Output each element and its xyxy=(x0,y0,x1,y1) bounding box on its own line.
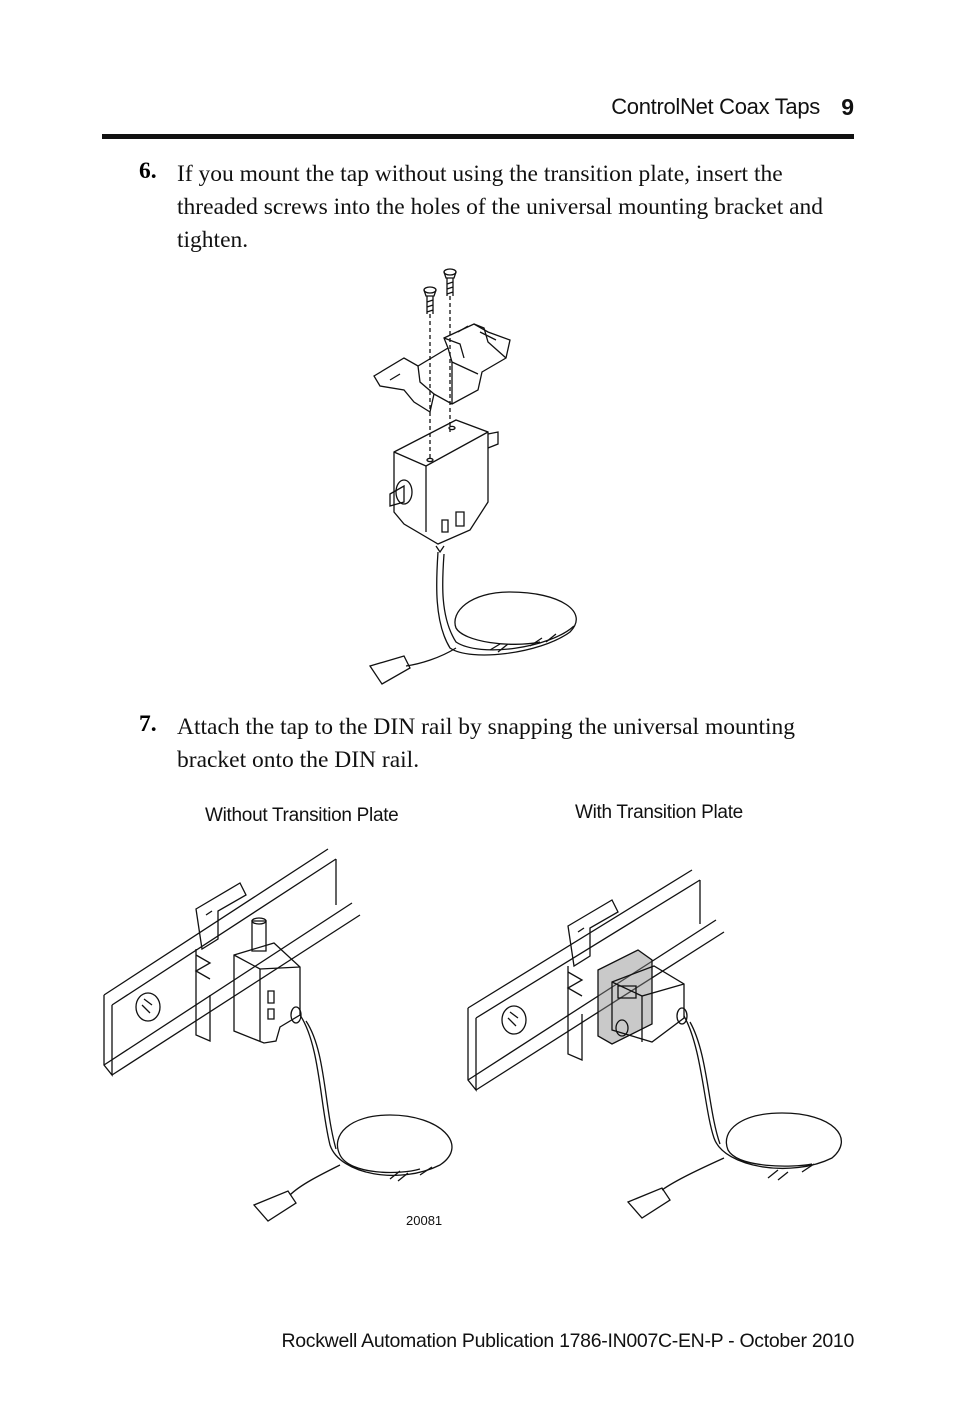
coax-tap-body xyxy=(612,966,687,1042)
mounting-bracket xyxy=(196,883,246,1041)
din-rail xyxy=(104,849,360,1075)
page-header: ControlNet Coax Taps 9 xyxy=(102,92,854,126)
header-rule xyxy=(102,134,854,139)
coax-tap-body xyxy=(390,420,498,544)
coax-cable-icon xyxy=(628,1016,841,1218)
transition-plate xyxy=(598,950,652,1044)
screw-icon xyxy=(424,287,436,314)
step-text: If you mount the tap without using the t… xyxy=(177,161,824,253)
coax-cable-icon xyxy=(370,546,576,684)
step-text: Attach the tap to the DIN rail by snappi… xyxy=(177,714,796,773)
coax-tap-body xyxy=(234,918,301,1043)
din-rail-without-plate-illustration xyxy=(100,845,470,1240)
caption-without-transition-plate: Without Transition Plate xyxy=(205,805,399,826)
page-number: 9 xyxy=(841,94,854,120)
step-number: 7. xyxy=(139,711,157,737)
mounting-bracket xyxy=(568,900,618,1060)
step-number: 6. xyxy=(139,158,157,184)
coax-cable-icon xyxy=(254,1015,452,1221)
footer-publication: Rockwell Automation Publication 1786-IN0… xyxy=(281,1330,854,1352)
din-rail-with-plate-illustration xyxy=(462,868,856,1240)
tap-bracket-illustration xyxy=(360,262,590,692)
screw-icon xyxy=(444,269,456,296)
din-rail xyxy=(468,870,724,1090)
mounting-bracket xyxy=(374,324,510,412)
figure-id: 20081 xyxy=(406,1213,443,1228)
caption-with-transition-plate: With Transition Plate xyxy=(575,802,743,823)
header-title: ControlNet Coax Taps xyxy=(611,94,820,119)
